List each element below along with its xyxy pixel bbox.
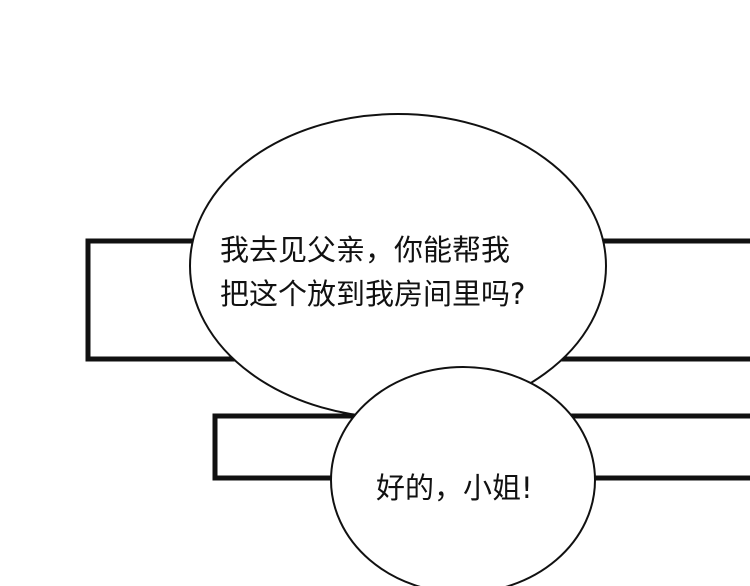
speech-bubble-2 (330, 366, 596, 586)
speech-bubble-1-line-2: 把这个放到我房间里吗? (220, 277, 526, 311)
speech-bubble-1-text: 我去见父亲，你能帮我 把这个放到我房间里吗? (220, 228, 525, 316)
speech-bubble-1-line-1: 我去见父亲，你能帮我 (220, 233, 511, 267)
speech-bubble-2-text: 好的，小姐! (376, 471, 533, 505)
